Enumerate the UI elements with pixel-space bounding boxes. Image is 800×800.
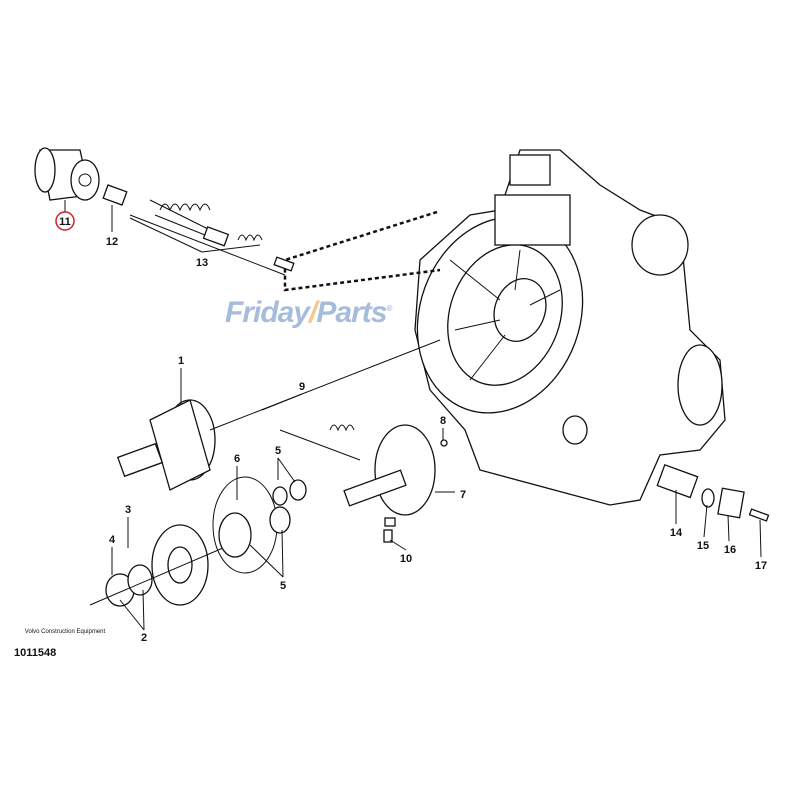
callout-7[interactable]: 7 [460, 489, 466, 501]
callout-8[interactable]: 8 [440, 415, 446, 427]
callout-5-upper[interactable]: 5 [275, 445, 281, 457]
watermark-text-a: Friday [225, 296, 310, 329]
drive-shaft [279, 424, 436, 543]
leader-lines [64, 200, 762, 631]
callout-14[interactable]: 14 [670, 527, 683, 539]
gears-and-seal [212, 476, 307, 574]
oil-filter [34, 147, 100, 201]
callout-1[interactable]: 1 [178, 355, 184, 367]
watermark-text-b: Parts [316, 296, 387, 329]
callout-16[interactable]: 16 [724, 544, 736, 556]
callout-3[interactable]: 3 [125, 504, 131, 516]
callout-4[interactable]: 4 [109, 534, 116, 546]
pump-housing [89, 524, 231, 607]
watermark-mark: ® [386, 304, 392, 313]
document-number: 1011548 [14, 647, 57, 659]
highlight-circle-11 [55, 211, 75, 231]
callout-12[interactable]: 12 [106, 236, 118, 248]
transmission-housing [414, 149, 726, 506]
callout-5-lower[interactable]: 5 [280, 580, 286, 592]
callout-13[interactable]: 13 [196, 257, 208, 269]
callout-2[interactable]: 2 [141, 632, 147, 644]
credit-text: Volvo Construction Equipment [24, 629, 106, 635]
valve-assembly [102, 184, 295, 276]
right-parts [440, 439, 770, 522]
callout-9[interactable]: 9 [299, 381, 305, 393]
callout-6[interactable]: 6 [234, 453, 240, 465]
dashed-pipe-line [283, 210, 441, 292]
watermark-accent: / [309, 296, 317, 329]
callout-10[interactable]: 10 [400, 553, 412, 565]
callout-17[interactable]: 17 [755, 560, 767, 572]
pump-assembly [116, 339, 441, 491]
callout-11[interactable]: 11 [59, 216, 71, 228]
watermark-logo: Friday/Parts® [225, 292, 392, 330]
callout-15[interactable]: 15 [697, 540, 709, 552]
